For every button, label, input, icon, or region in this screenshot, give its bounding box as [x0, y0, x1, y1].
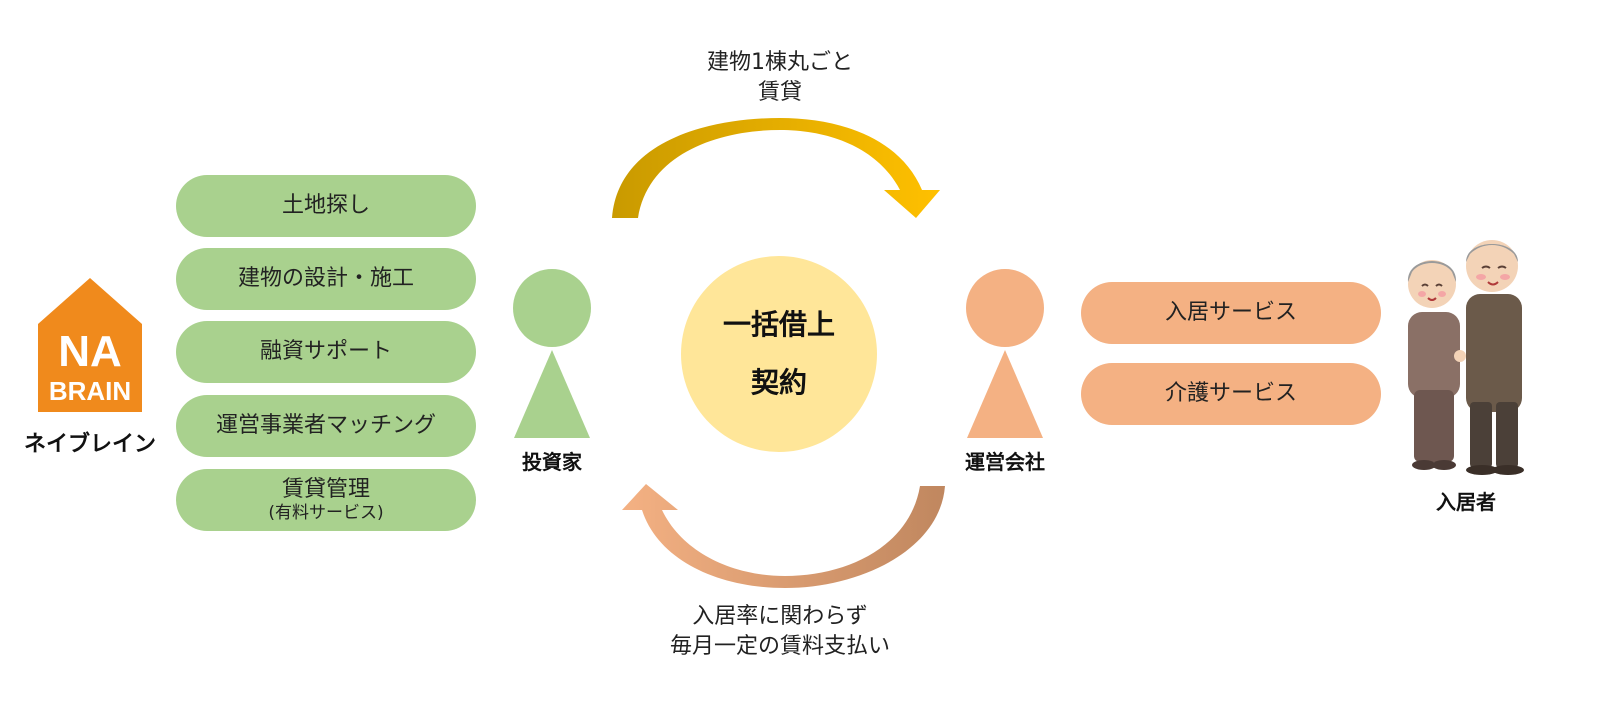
service-design-construction: 建物の設計・施工 [176, 248, 476, 310]
service-operator-matching: 運営事業者マッチング [176, 395, 476, 457]
top-caption-line1: 建物1棟丸ごと [707, 50, 853, 75]
arrows-layer [612, 118, 945, 588]
service-financing-support: 融資サポート [176, 321, 476, 383]
logo-text-na: NA [58, 327, 122, 376]
operator-label: 運営会社 [965, 450, 1045, 474]
elderly-couple-illustration [1407, 240, 1524, 475]
top-arrow-caption: 建物1棟丸ごと 賃貸 [660, 48, 900, 108]
bottom-curved-arrow [622, 484, 945, 588]
investor-label: 投資家 [522, 450, 582, 474]
service-label: 入居サービス [1164, 299, 1297, 325]
service-nursing-care: 介護サービス [1081, 363, 1381, 425]
logo-text-brain: BRAIN [49, 376, 131, 406]
service-move-in: 入居サービス [1081, 282, 1381, 344]
contract-line2: 契約 [750, 366, 807, 399]
service-label: 運営事業者マッチング [215, 412, 436, 438]
service-label: 建物の設計・施工 [237, 265, 414, 291]
service-land-search: 土地探し [176, 175, 476, 237]
top-curved-arrow [612, 118, 940, 218]
brand-name: ネイブレイン [23, 432, 156, 457]
service-rental-management: 賃貸管理 (有料サービス) [176, 469, 476, 531]
investor-figure [513, 269, 591, 438]
service-label: 融資サポート [259, 338, 392, 364]
na-brain-logo: NA BRAIN [38, 278, 142, 412]
service-sublabel: (有料サービス) [268, 503, 384, 523]
top-caption-line2: 賃貸 [757, 80, 802, 105]
bottom-caption-line1: 入居率に関わらず [692, 604, 868, 629]
resident-label: 入居者 [1436, 490, 1496, 514]
operator-figure [966, 269, 1044, 438]
bulk-lease-contract-circle: 一括借上 契約 [681, 256, 877, 452]
service-label: 賃貸管理 [281, 476, 370, 502]
bottom-caption-line2: 毎月一定の賃料支払い [669, 634, 890, 659]
service-label: 介護サービス [1164, 380, 1297, 406]
bottom-arrow-caption: 入居率に関わらず 毎月一定の賃料支払い [620, 602, 940, 662]
contract-line1: 一括借上 [722, 308, 835, 341]
service-label: 土地探し [281, 192, 370, 218]
